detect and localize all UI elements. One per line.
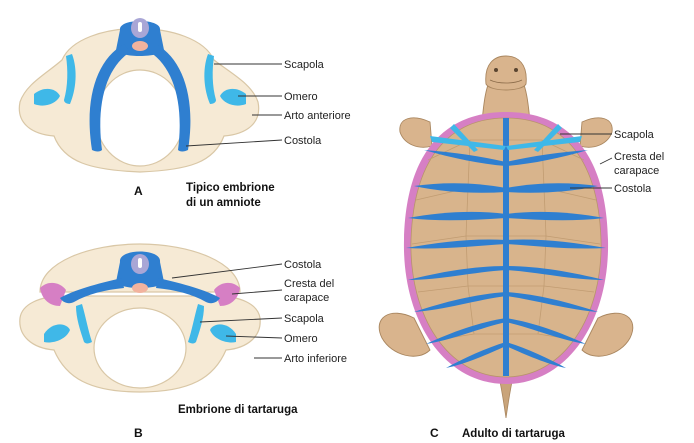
panel-c-letter: C: [430, 426, 439, 440]
panel-a-humerus-right: [220, 88, 246, 106]
panel-b-cross-section: [19, 243, 261, 393]
panel-b-label-hindlimb: Arto inferiore: [284, 353, 347, 365]
panel-a-body-cavity: [95, 69, 185, 167]
panel-c-spine: [503, 118, 509, 376]
panel-c-label-ridge-line2: carapace: [614, 165, 659, 177]
panel-b-ridge-right: [214, 282, 240, 306]
panel-b-rib-left: [60, 278, 124, 304]
panel-a-label-scapula: Scapola: [284, 59, 325, 71]
panel-c-turtle: [378, 55, 634, 419]
panel-c-head: [485, 55, 527, 91]
panel-a-label-forelimb: Arto anteriore: [284, 110, 351, 122]
panel-a-scapula-right: [204, 54, 216, 104]
panel-c-ribs: [406, 150, 606, 368]
panel-b-label-rib: Costola: [284, 259, 322, 271]
panel-b-label-ridge-line1: Cresta del: [284, 278, 334, 290]
panel-b-humerus-right: [210, 324, 236, 343]
panel-c-leg-front-right: [579, 117, 613, 148]
panel-a-notochord: [132, 41, 148, 51]
panel-c-label-rib: Costola: [614, 183, 652, 195]
panel-b-scapula-right: [188, 304, 204, 344]
panel-c-leg-front-left: [399, 117, 433, 148]
panel-a-letter: A: [134, 184, 143, 198]
panel-b-humerus-left: [44, 324, 70, 343]
panel-c-label-ridge-line1: Cresta del: [614, 151, 664, 163]
panel-b-ridge-left: [40, 282, 66, 306]
panel-a-rib-right: [150, 44, 191, 152]
panel-a-caption-line1: Tipico embrione: [186, 182, 275, 194]
panel-a-vertebra: [116, 21, 164, 56]
panel-a-humerus-left: [34, 88, 60, 106]
panel-b-body-cavity: [93, 307, 187, 389]
panel-c-label-scapula: Scapola: [614, 129, 655, 141]
panel-a-rib-left: [89, 44, 130, 152]
panel-c-leg-hind-right: [581, 312, 634, 357]
panel-a-cross-section: [18, 18, 260, 173]
panel-b-scapula-left: [76, 304, 92, 344]
panel-a-label-rib: Costola: [284, 135, 322, 147]
panel-c-leg-hind-left: [378, 312, 431, 357]
panel-b-letter: B: [134, 426, 143, 440]
panel-a-scapula-left: [64, 54, 76, 104]
panel-b-notochord: [132, 283, 148, 293]
panel-c-caption: Adulto di tartaruga: [462, 428, 565, 440]
panel-b-label-scapula: Scapola: [284, 313, 325, 325]
panel-a-caption-line2: di un amniote: [186, 197, 261, 209]
panel-b-label-humerus: Omero: [284, 333, 318, 345]
panel-a-label-humerus: Omero: [284, 91, 318, 103]
panel-b-caption: Embrione di tartaruga: [178, 404, 298, 416]
panel-b-label-ridge-line2: carapace: [284, 292, 329, 304]
panel-b-rib-right: [156, 278, 220, 304]
